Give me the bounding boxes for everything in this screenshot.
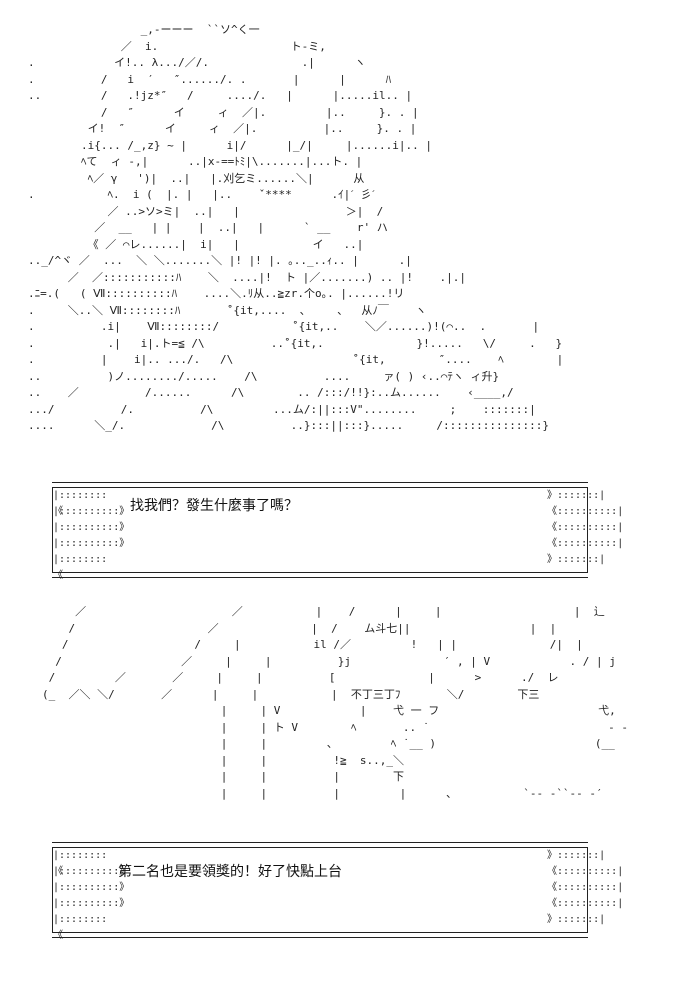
ornament-line: |::::::::《 (53, 490, 108, 517)
ornament-line: 》:::::::| (547, 914, 606, 925)
ornament-line: |::::::::::》 (53, 882, 130, 893)
dialogue-text-1: 找我們？發生什麼事了嗎？ (130, 498, 298, 514)
ornament-line: |::::::::::》 (53, 898, 130, 909)
dialogue-box-2: |::::::::《 |::::::::::》 |::::::::::》 |::… (52, 842, 624, 941)
ornament-line: 》:::::::| (547, 850, 606, 861)
ornament-line: |::::::::《 (53, 914, 108, 941)
ornament-line: |::::::::《 (53, 850, 108, 877)
ornament-line: |::::::::::》 (53, 506, 130, 517)
dialogue-box-left-ornament: |::::::::《 |::::::::::》 |::::::::::》 |::… (52, 488, 130, 581)
ornament-line: 《::::::::::| (547, 882, 624, 893)
ascii-art-character-top: _,-ーーー ``ソ^く一 ／ i. ト-ミ, . イ!.. λ.../／/. … (28, 23, 564, 432)
ornament-line: |::::::::《 (53, 554, 108, 581)
dialogue-box-border-bottom (52, 932, 588, 938)
dialogue-box-right-ornament: 》:::::::| 《::::::::::| 《::::::::::| 《:::… (547, 488, 624, 572)
ornament-line: |::::::::::》 (53, 538, 130, 549)
dialogue-box-1: |::::::::《 |::::::::::》 |::::::::::》 |::… (52, 482, 624, 581)
dialogue-box-border-top (52, 842, 588, 848)
ascii-art-character-bottom: ／ ／ | / | | | 辶 / ／ | / ム斗七|| | | / / | … (42, 605, 629, 800)
dialogue-box-border-bottom (52, 572, 588, 578)
ornament-line: 《::::::::::| (547, 538, 624, 549)
ornament-line: 》:::::::| (547, 554, 606, 565)
dialogue-box-border-top (52, 482, 588, 488)
dialogue-box-right-ornament: 》:::::::| 《::::::::::| 《::::::::::| 《:::… (547, 848, 624, 932)
ornament-line: |::::::::::》 (53, 866, 130, 877)
ornament-line: 《::::::::::| (547, 866, 624, 877)
dialogue-text-2: 第二名也是要領獎的！好了快點上台 (118, 864, 342, 880)
ornament-line: |::::::::::》 (53, 522, 130, 533)
ornament-line: 《::::::::::| (547, 522, 624, 533)
dialogue-box-left-ornament: |::::::::《 |::::::::::》 |::::::::::》 |::… (52, 848, 130, 941)
ornament-line: 》:::::::| (547, 490, 606, 501)
ornament-line: 《::::::::::| (547, 506, 624, 517)
ornament-line: 《::::::::::| (547, 898, 624, 909)
